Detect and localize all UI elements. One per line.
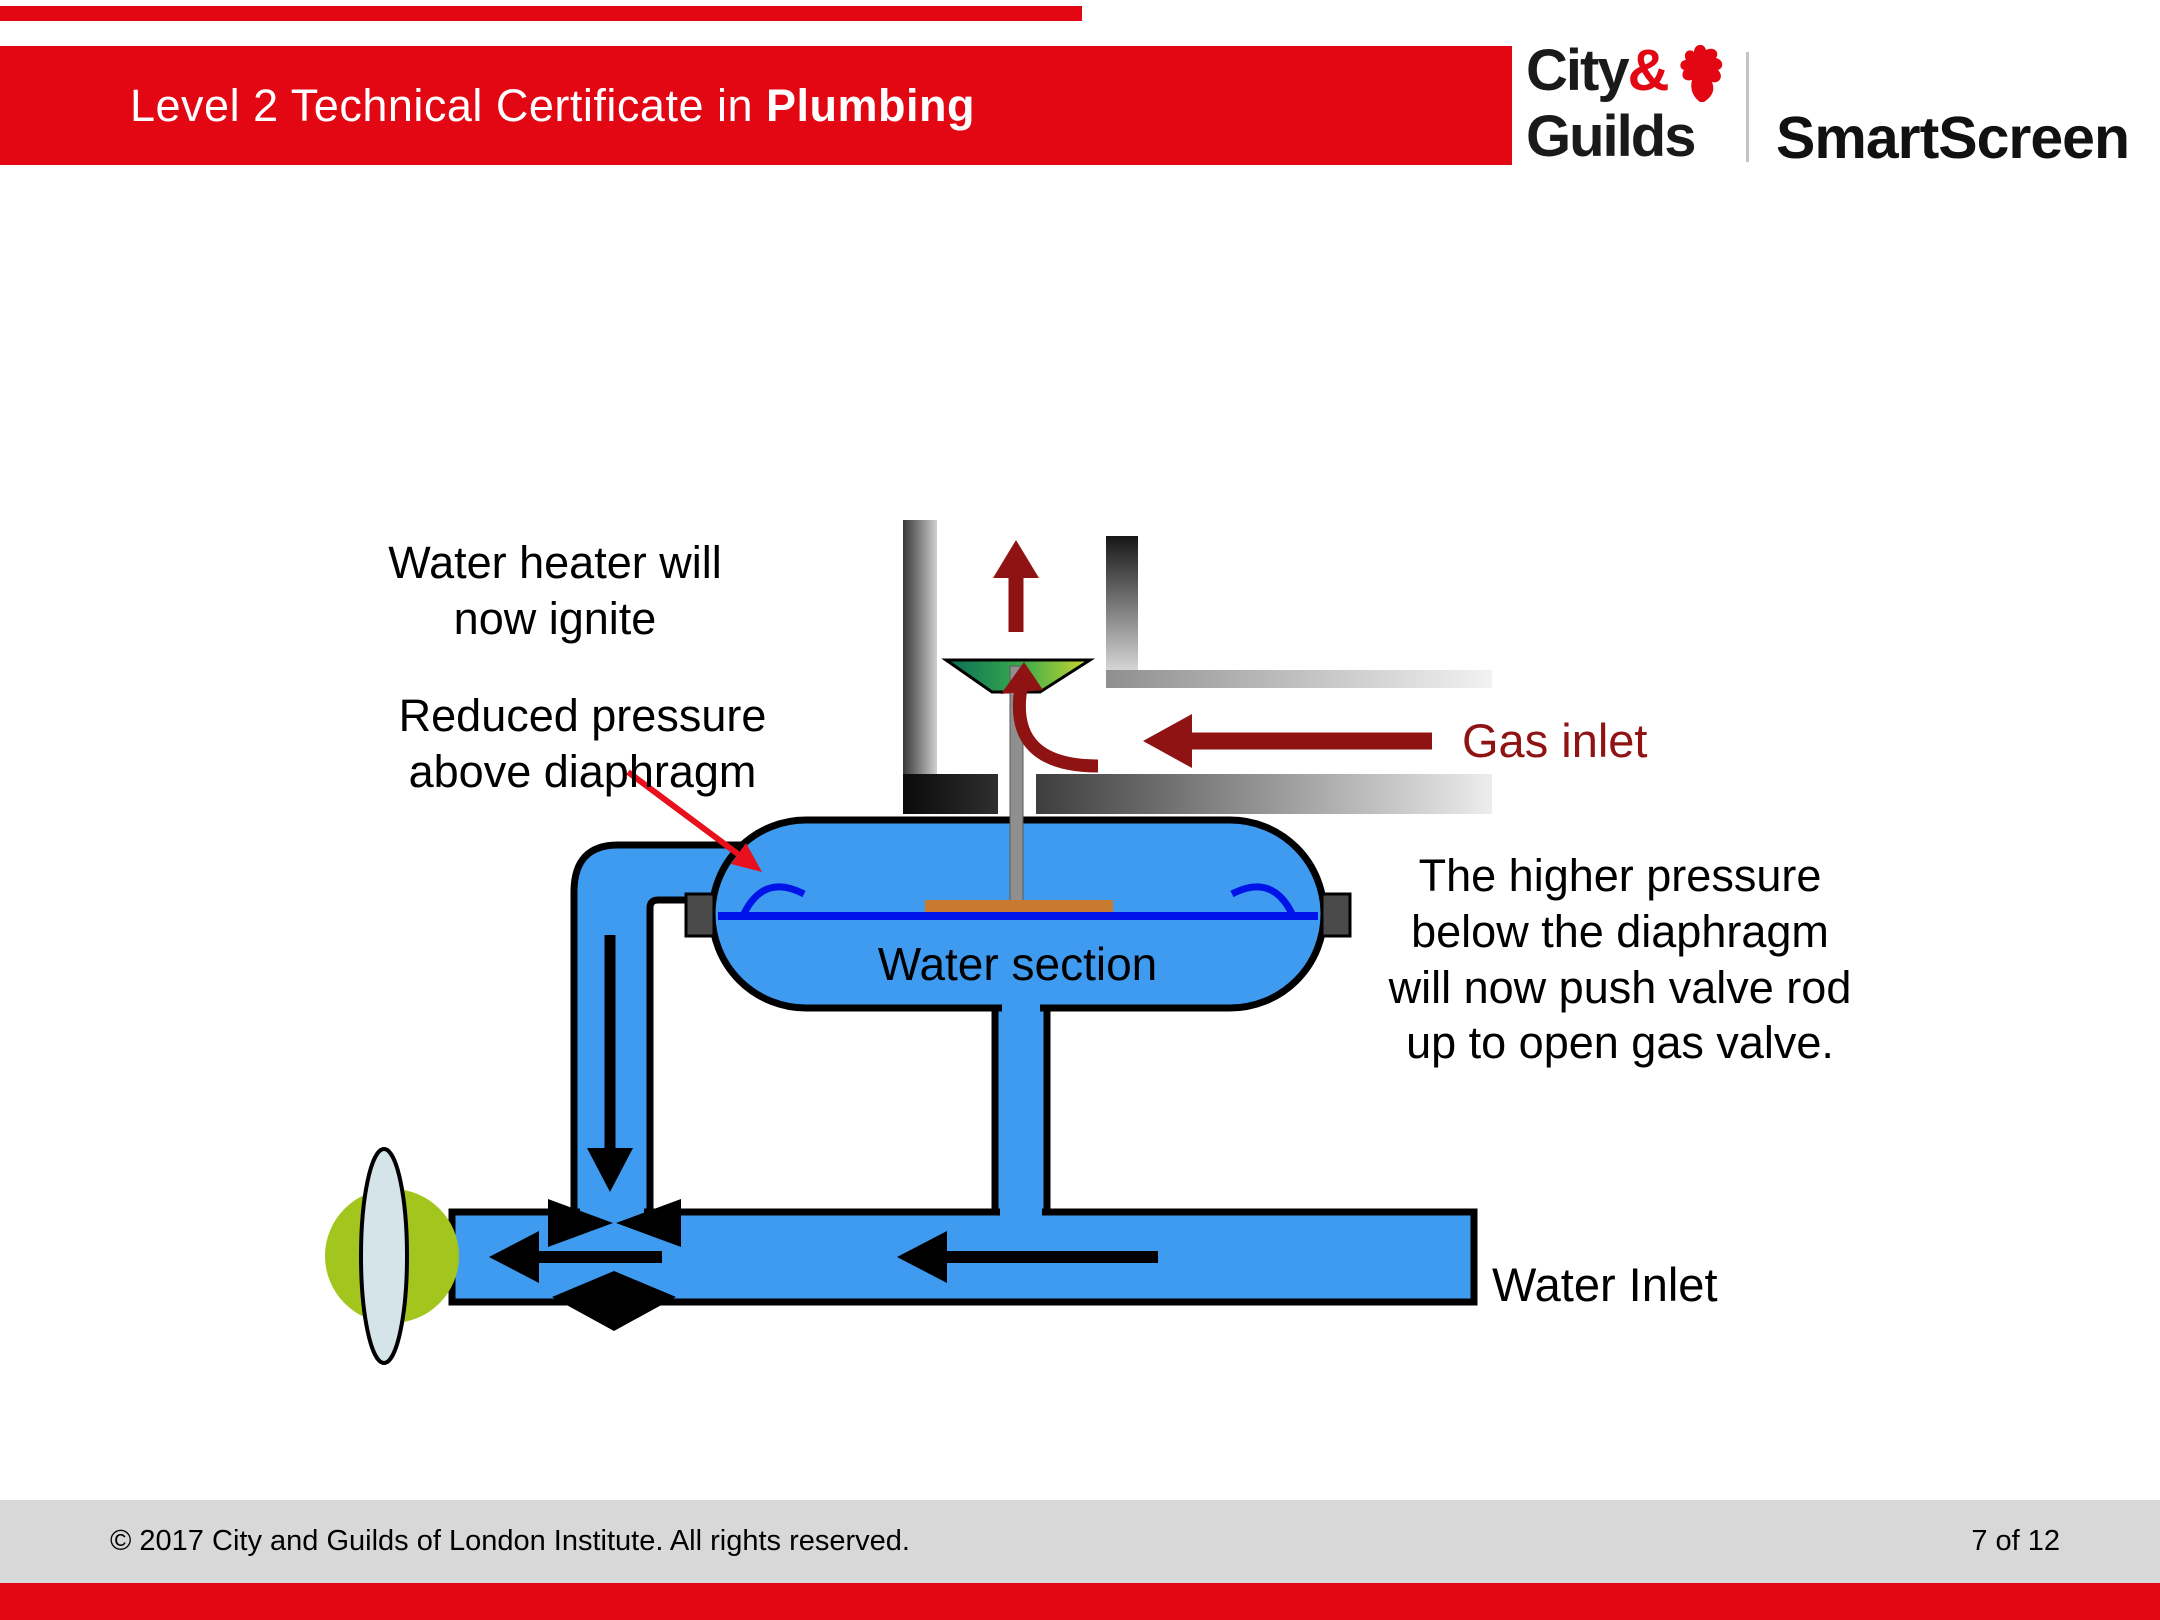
flow-arrow-left-mid-head-icon — [897, 1231, 947, 1283]
lion-icon — [1680, 44, 1723, 102]
gas-pipe-top-wall — [1106, 670, 1492, 688]
label-line: Reduced pressure — [398, 690, 767, 741]
logo-divider — [1746, 52, 1749, 162]
pipe-junction-patch-center — [1000, 1207, 1042, 1221]
gas-flow-arrows — [993, 540, 1432, 773]
footer-bar: © 2017 City and Guilds of London Institu… — [0, 1500, 2160, 1583]
label-line: will now push valve rod — [1388, 961, 1852, 1013]
page-title-text: Level 2 Technical Certificate in — [130, 79, 766, 131]
gas-curve-arrow-shaft — [1012, 686, 1099, 773]
center-feed-pipe — [991, 996, 1051, 1220]
label-water-inlet: Water Inlet — [1492, 1258, 1718, 1311]
flow-arrow-down-head-icon — [587, 1148, 633, 1192]
flue-left-wall — [903, 520, 937, 812]
label-line: The higher pressure — [1418, 850, 1822, 901]
capsule-junction-patch — [1002, 1004, 1040, 1014]
valve-seat-top-right — [616, 1199, 681, 1247]
diaphragm-stub-left — [684, 892, 716, 938]
gas-valve-assembly — [903, 520, 1492, 816]
header-bar: Level 2 Technical Certificate in Plumbin… — [0, 46, 1512, 165]
gas-curve-arrow-head-icon — [1001, 662, 1043, 694]
logo-guilds-text: Guilds — [1526, 104, 1696, 169]
page-number: 7 of 12 — [1971, 1525, 2060, 1557]
valve-seat-bottom — [552, 1271, 676, 1331]
label-line: above diaphragm — [408, 745, 757, 797]
label-gas-inlet: Gas inlet — [1462, 714, 1648, 767]
logo-ampersand: & — [1627, 38, 1670, 103]
city-guilds-logo: City& Guilds — [1526, 42, 1728, 166]
label-water-section: Water section — [877, 938, 1158, 990]
water-flow-arrows — [489, 935, 1158, 1283]
label-line: below the diaphragm — [1411, 905, 1829, 957]
footer-accent-bar — [0, 1583, 2160, 1620]
diaphragm-fold-right — [1230, 883, 1298, 920]
label-reduced-pressure: Reduced pressure above diaphragm — [345, 688, 820, 800]
stop-valve-handle — [359, 1147, 409, 1365]
flue-up-arrow-head-icon — [993, 540, 1039, 578]
page-title-emphasis: Plumbing — [766, 79, 975, 131]
logo-city-text: City — [1526, 38, 1630, 103]
diaphragm-fold-left — [738, 883, 806, 920]
valve-seat-top-left — [548, 1199, 613, 1247]
label-line: Water heater will — [388, 537, 722, 588]
label-line: now ignite — [453, 592, 657, 644]
valve-rod-plate — [925, 900, 1113, 914]
flue-right-wall — [1106, 536, 1138, 686]
label-water-heater-ignite: Water heater will now ignite — [340, 535, 770, 647]
diaphragm-stub-right — [1320, 892, 1352, 938]
pointer-arrow-shaft — [626, 769, 740, 857]
page-title: Level 2 Technical Certificate in Plumbin… — [130, 80, 975, 132]
copyright-text: © 2017 City and Guilds of London Institu… — [110, 1525, 910, 1557]
label-higher-pressure: The higher pressure below the diaphragm … — [1375, 848, 1865, 1071]
smartscreen-logo: SmartScreen — [1776, 105, 2130, 171]
label-line: up to open gas valve. — [1406, 1017, 1834, 1069]
flow-arrow-left-valve-head-icon — [489, 1231, 539, 1283]
pointer-arrow-head-icon — [731, 843, 762, 872]
city-guilds-logo-line1: City& — [1526, 42, 1728, 104]
top-accent-strip — [0, 6, 1082, 21]
valve-seats — [548, 1199, 681, 1331]
pointer-arrow — [626, 769, 762, 872]
gas-pipe-bottom-wall — [903, 774, 1492, 814]
gas-inlet-arrow-head-icon — [1143, 714, 1192, 768]
